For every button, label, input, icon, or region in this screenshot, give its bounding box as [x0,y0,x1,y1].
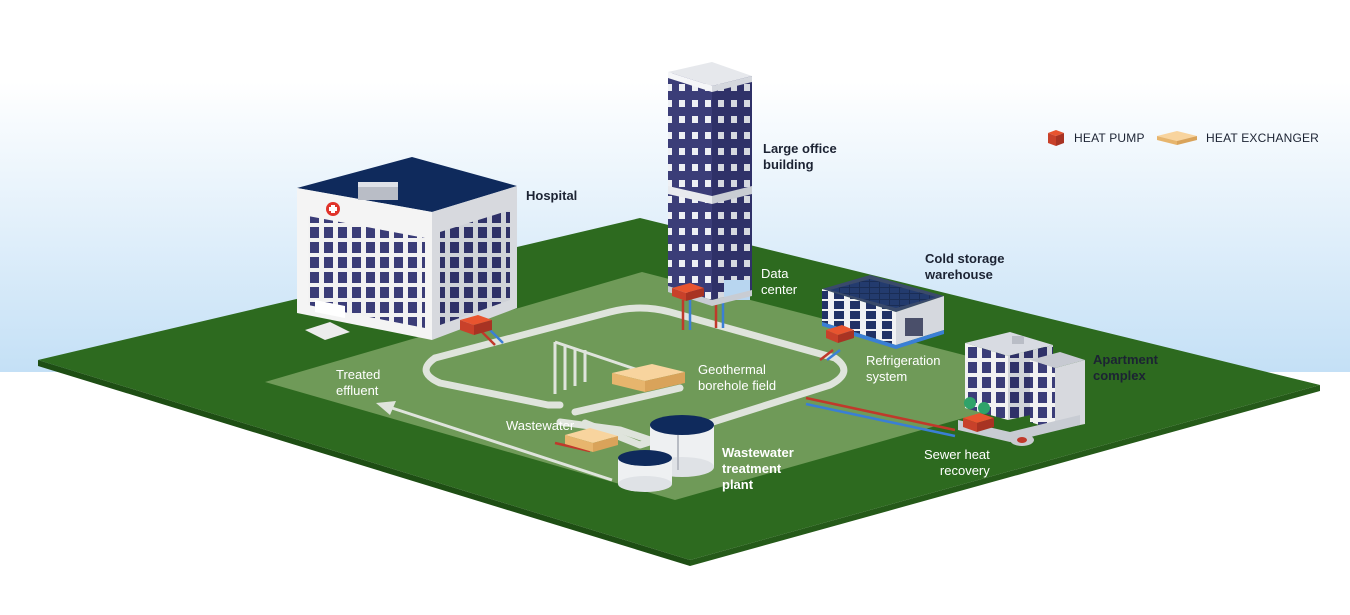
treated-effluent-line1: Treated [336,367,380,383]
office-building-label: Large office building [763,141,837,173]
legend-heat-pump-label: HEAT PUMP [1074,131,1145,145]
office-tower [668,62,752,306]
cold-storage-label: Cold storage warehouse [925,251,1004,283]
sewer-heat-label: Sewer heat recovery [924,447,990,479]
heat-exchanger-icon [1156,128,1198,148]
heat-pump-icon [1046,128,1066,148]
refrigeration-label: Refrigeration system [866,353,940,385]
geothermal-line2: borehole field [698,378,776,394]
apartment-complex-label: Apartment complex [1093,352,1158,384]
apartment-line1: Apartment [1093,352,1158,368]
wastewater-treatment-label: Wastewater treatment plant [722,445,794,493]
cold-storage-line2: warehouse [925,267,1004,283]
office-label-line2: building [763,157,837,173]
refrigeration-line2: system [866,369,940,385]
apartment-line2: complex [1093,368,1158,384]
treated-effluent-line2: effluent [336,383,380,399]
refrigeration-line1: Refrigeration [866,353,940,369]
treated-effluent-label: Treated effluent [336,367,380,399]
sewer-line2: recovery [924,463,990,479]
wwtp-line1: Wastewater [722,445,794,461]
geothermal-line1: Geothermal [698,362,776,378]
geothermal-label: Geothermal borehole field [698,362,776,394]
data-center-label: Data center [761,266,797,298]
legend-heat-exchanger: HEAT EXCHANGER [1156,128,1319,148]
legend-heat-pump: HEAT PUMP [1046,128,1145,148]
hospital-label: Hospital [526,188,577,204]
wwtp-line2: treatment [722,461,794,477]
office-label-line1: Large office [763,141,837,157]
hospital-building [297,157,517,340]
data-center-line1: Data [761,266,797,282]
sewer-line1: Sewer heat [924,447,990,463]
cold-storage-line1: Cold storage [925,251,1004,267]
data-center-line2: center [761,282,797,298]
wastewater-label: Wastewater [506,418,574,434]
legend-heat-exchanger-label: HEAT EXCHANGER [1206,131,1319,145]
wwtp-line3: plant [722,477,794,493]
